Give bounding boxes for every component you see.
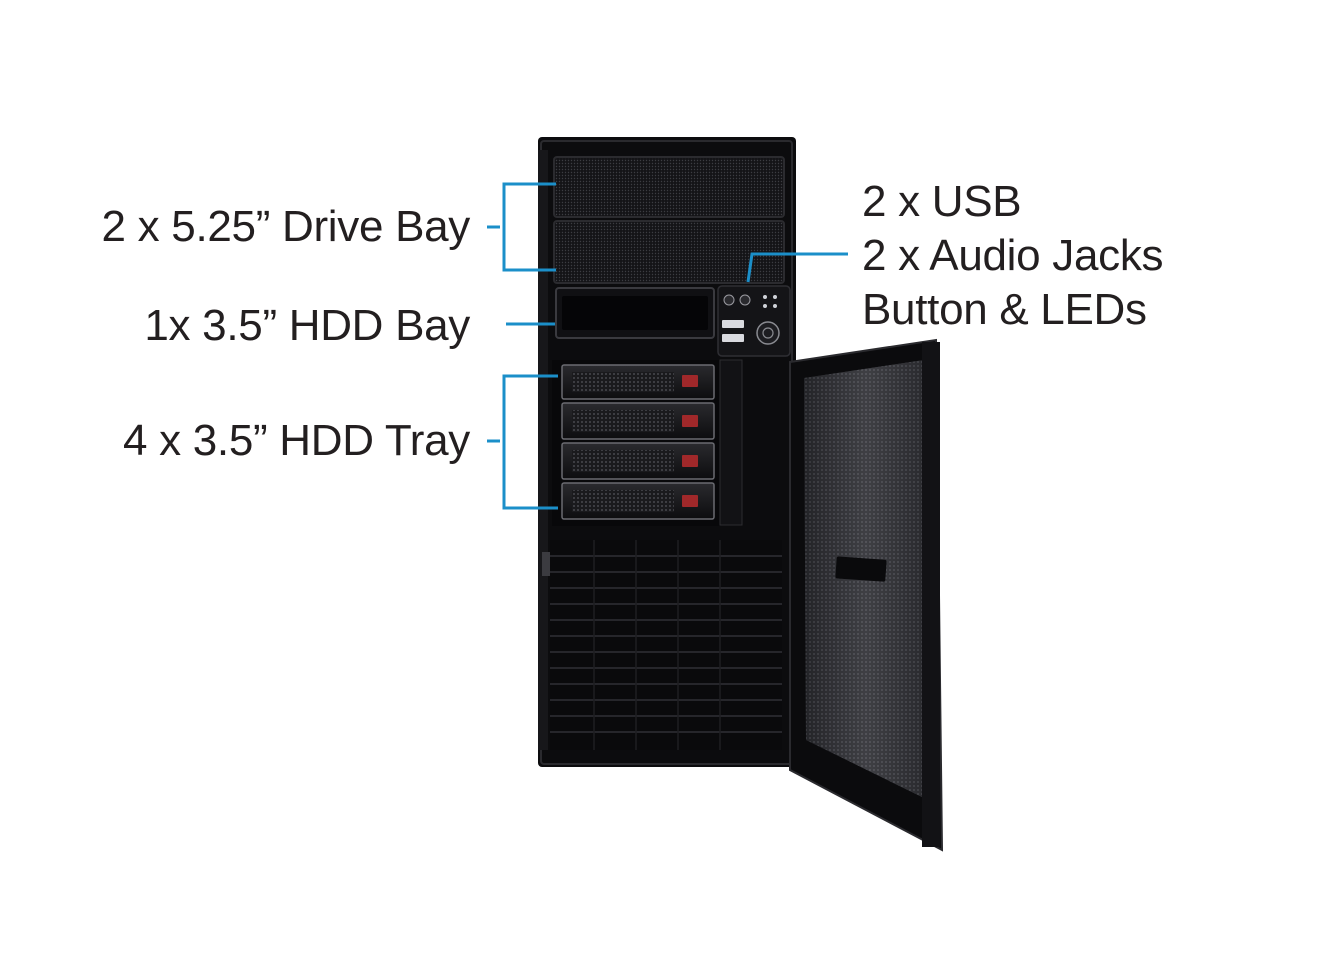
power-button-icon bbox=[756, 321, 780, 345]
hdd-tray-group bbox=[552, 359, 743, 526]
hdd-bay-label: 1x 3.5” HDD Bay bbox=[144, 301, 470, 350]
front-door bbox=[789, 338, 944, 852]
status-led-icon bbox=[773, 304, 777, 308]
hdd-tray bbox=[561, 364, 715, 400]
audio-jack-icon bbox=[739, 294, 751, 306]
usb-port-icon bbox=[722, 334, 744, 342]
hdd-tray bbox=[561, 442, 715, 480]
drive-bay-cover bbox=[553, 220, 785, 284]
drive-bay-5-25-group bbox=[553, 156, 785, 284]
front-grille bbox=[542, 540, 782, 750]
status-led-icon bbox=[763, 304, 767, 308]
hdd-bay-3-5 bbox=[555, 287, 715, 339]
front-io-usb-label: 2 x USB bbox=[862, 177, 1022, 226]
hdd-tray bbox=[561, 482, 715, 520]
status-led-icon bbox=[763, 295, 767, 299]
hdd-tray-label: 4 x 3.5” HDD Tray bbox=[123, 416, 470, 465]
drive-bay-label: 2 x 5.25” Drive Bay bbox=[101, 202, 471, 251]
hdd-tray bbox=[561, 402, 715, 440]
callout-hdd-tray-bracket bbox=[502, 374, 558, 510]
callout-front-io-line bbox=[746, 252, 848, 283]
audio-jack-icon bbox=[723, 294, 735, 306]
callout-lines bbox=[487, 182, 848, 510]
front-io-buttons-label: Button & LEDs bbox=[862, 285, 1147, 334]
status-led-icon bbox=[773, 295, 777, 299]
front-io-panel bbox=[717, 285, 791, 357]
front-io-label: 2 x USB 2 x Audio Jacks Button & LEDs bbox=[862, 175, 1164, 337]
front-io-audio-label: 2 x Audio Jacks bbox=[862, 231, 1164, 280]
callout-drive-bay-bracket bbox=[502, 182, 556, 272]
door-handle bbox=[835, 556, 887, 582]
usb-port-icon bbox=[722, 320, 744, 328]
drive-bay-cover bbox=[553, 156, 785, 218]
